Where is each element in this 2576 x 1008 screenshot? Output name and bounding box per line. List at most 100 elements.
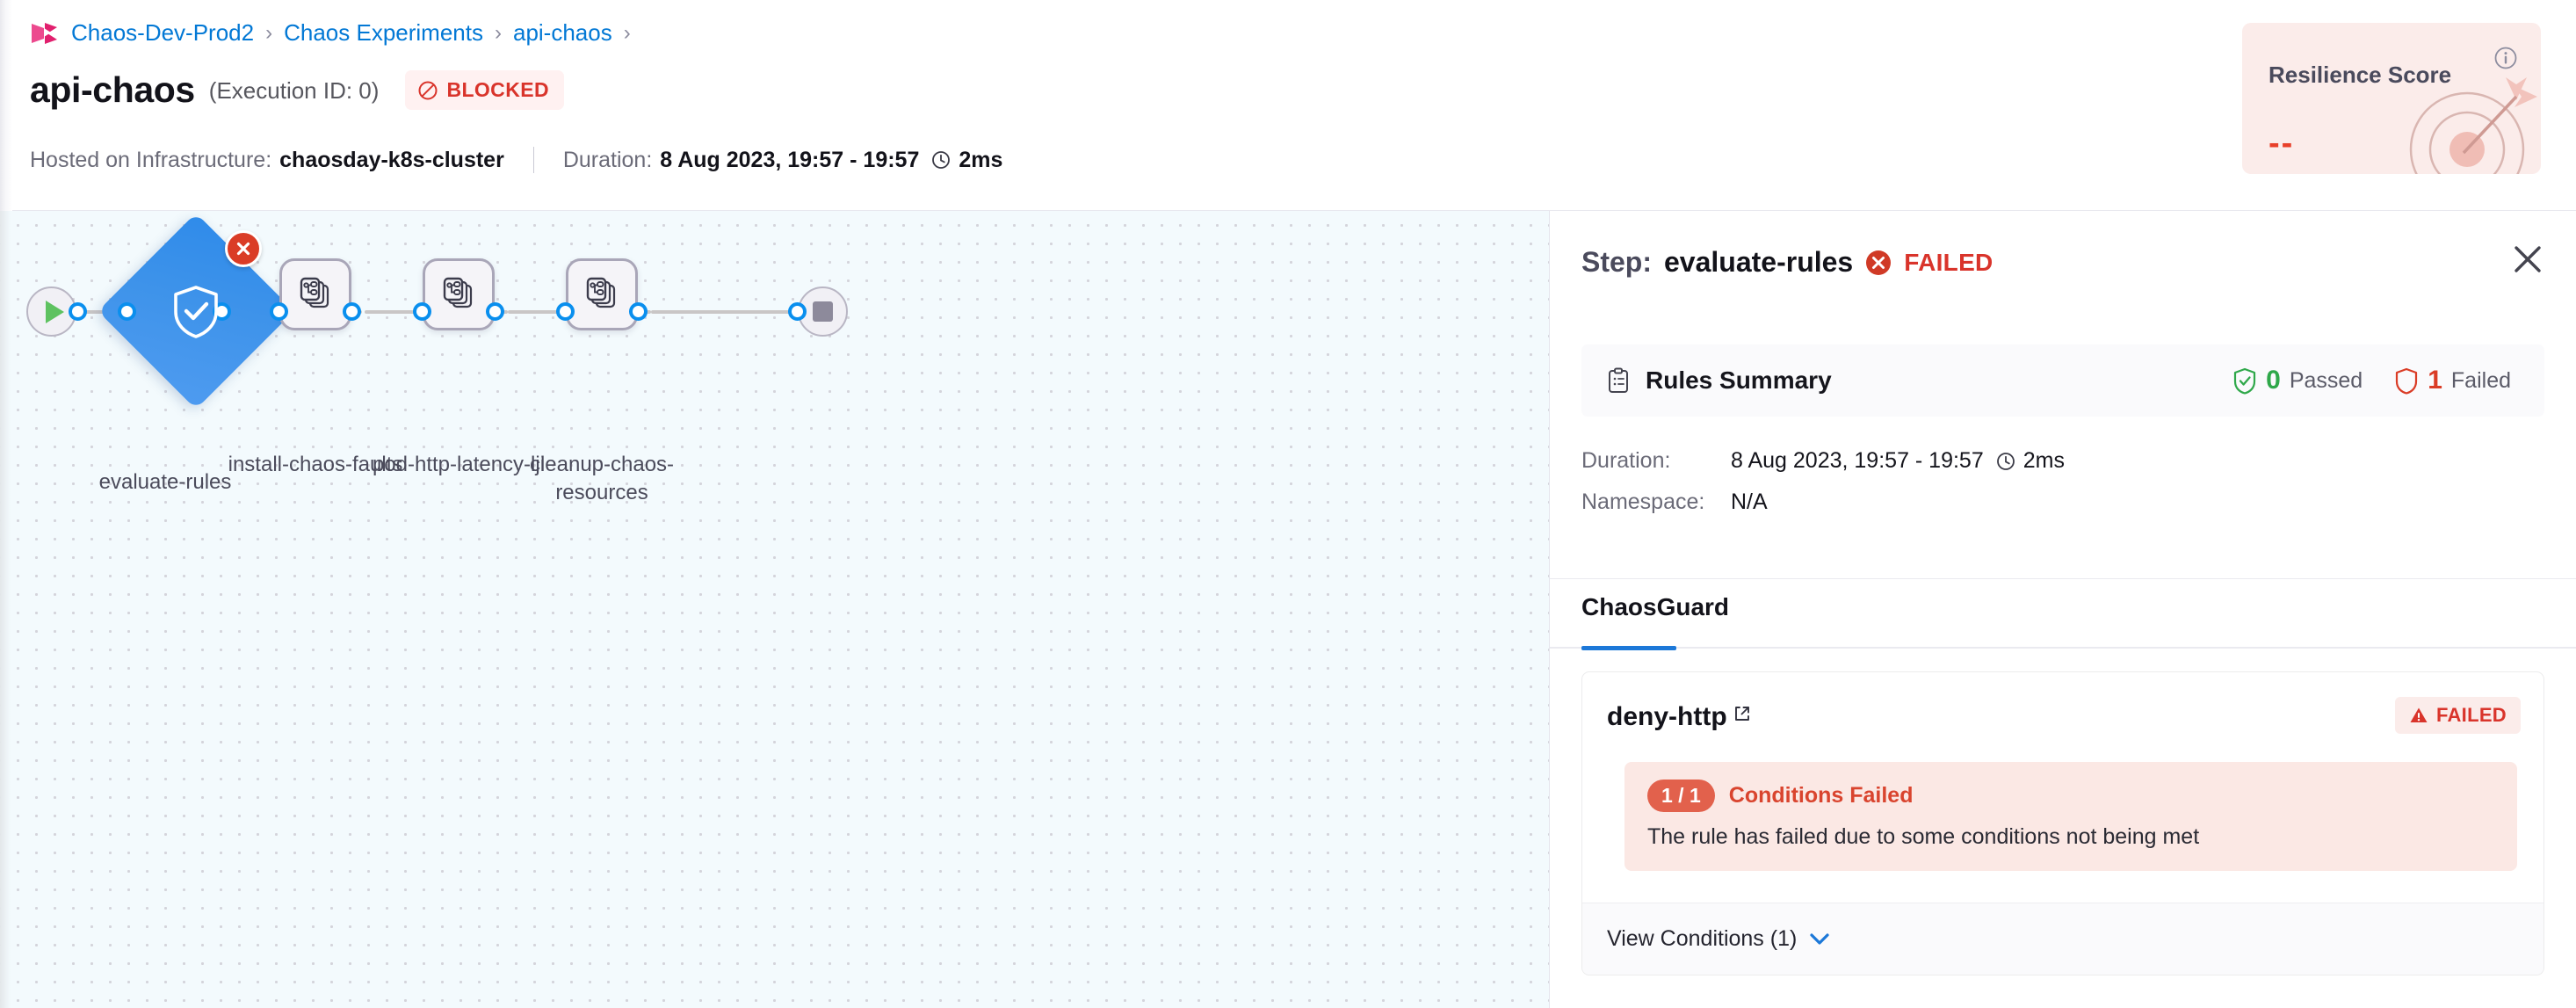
view-conditions-label: View Conditions (1) [1607,926,1798,951]
rules-failed-count: 1 [2428,366,2442,395]
rules-passed-label: Passed [2289,367,2363,393]
step-status: FAILED [1904,248,1994,276]
step-name: evaluate-rules [1664,246,1854,278]
duration-value: 8 Aug 2023, 19:57 - 19:57 [660,147,920,172]
warning-triangle-icon [2410,707,2428,722]
blocked-icon [418,81,438,99]
failed-badge-icon [225,230,262,267]
breadcrumb-separator: › [494,20,502,45]
pipeline-graph: evaluate-rules install-chaos-faults [0,211,1549,1008]
node-label-pod-http-latency: pod-http-latency-lji [372,453,546,476]
node-label-install-chaos-faults: install-chaos-faults [228,453,403,476]
view-conditions-toggle[interactable]: View Conditions (1) [1582,903,2543,975]
detail-label-namespace: Namespace: [1581,489,1705,514]
port-end-in[interactable] [788,302,807,321]
breadcrumb-separator-trailing: › [623,20,631,45]
rule-name[interactable]: deny-http [1607,702,1751,732]
resilience-score-card: Resilience Score -- [2242,23,2541,174]
rule-status-badge: FAILED [2394,697,2521,734]
stop-icon [813,301,833,322]
duration-elapsed: 2ms [959,147,1003,172]
canvas-edge-shadow [0,211,11,1008]
clock-icon [932,151,951,169]
rule-card-deny-http: deny-http FAILED [1581,671,2544,975]
infra-value: chaosday-k8s-cluster [279,147,504,172]
rule-card-header: deny-http FAILED [1582,672,2543,762]
clock-icon [1996,452,2015,470]
panel-header: Step: evaluate-rules FAILED [1550,211,2576,320]
port-start-out[interactable] [69,302,87,321]
left-edge-shadow [0,0,12,211]
breadcrumb-item-0[interactable]: Chaos-Dev-Prod2 [71,19,255,46]
shield-red-icon [2396,367,2418,395]
node-label-evaluate-rules: evaluate-rules [98,470,232,494]
node-pod-http-latency[interactable] [423,258,495,330]
play-icon [45,300,64,323]
clipboard-icon [1609,367,1628,393]
chaos-fault-icon [586,277,616,308]
pipeline-canvas[interactable]: evaluate-rules install-chaos-faults [0,211,1549,1008]
rules-summary-left: Rules Summary [1606,366,1832,395]
status-badge-label: BLOCKED [446,78,549,101]
port-cleanup-out[interactable] [629,302,648,321]
meta-divider [532,147,534,173]
node-install-chaos-faults[interactable] [279,258,351,330]
rule-name-text: deny-http [1607,702,1727,731]
step-label: Step: [1581,246,1652,278]
port-latency-out[interactable] [486,302,504,321]
breadcrumb-item-2[interactable]: api-chaos [512,19,612,46]
chevron-down-icon[interactable] [1809,932,1830,946]
duration-label: Duration: [562,147,653,172]
breadcrumb: Chaos-Dev-Prod2 › Chaos Experiments › ap… [30,19,631,47]
port-cleanup-in[interactable] [556,302,575,321]
breadcrumb-item-1[interactable]: Chaos Experiments [284,19,483,46]
rules-summary-title: Rules Summary [1646,366,1832,394]
node-evaluate-rules[interactable] [95,211,297,413]
target-arrow-icon [2409,77,2537,174]
conditions-count-badge: 1 / 1 [1647,780,1715,812]
tab-active-indicator [1581,646,1676,650]
detail-label-duration: Duration: [1581,448,1671,473]
status-badge: BLOCKED [405,70,564,110]
chaos-fault-icon [443,277,473,308]
page-title: api-chaos [30,69,195,110]
external-link-icon[interactable] [1733,705,1751,722]
shield-check-icon [174,286,218,338]
tab-chaosguard[interactable]: ChaosGuard [1581,593,1730,620]
node-cleanup-chaos-resources[interactable] [566,258,638,330]
rules-failed-label: Failed [2450,367,2511,393]
execution-id: (Execution ID: 0) [208,76,380,104]
breadcrumb-separator: › [265,20,273,45]
rules-failed-stat: 1 Failed [2394,366,2511,395]
detail-row-namespace: Namespace: N/A [1581,489,2065,515]
conditions-failed-message: The rule has failed due to some conditio… [1647,824,2200,849]
node-start[interactable] [26,286,76,337]
detail-duration-elapsed: 2ms [2022,448,2065,473]
rule-status-label: FAILED [2435,704,2507,726]
detail-row-duration: Duration: 8 Aug 2023, 19:57 - 19:57 2ms [1581,448,2065,474]
detail-value-duration: 8 Aug 2023, 19:57 - 19:57 [1731,448,1984,473]
rules-summary-card: Rules Summary 0 Passed 1 Failed [1581,344,2544,417]
chaos-fault-icon [300,277,329,308]
rules-passed-stat: 0 Passed [2232,366,2363,395]
infra-label: Hosted on Infrastructure: [30,147,272,172]
close-x-glyph [236,242,250,256]
detail-value-namespace: N/A [1731,489,1768,514]
info-icon[interactable] [2493,46,2518,70]
port-install-out[interactable] [343,302,361,321]
close-icon[interactable] [2511,243,2544,276]
conditions-failed-label: Conditions Failed [1728,783,1914,808]
panel-title: Step: evaluate-rules FAILED [1581,246,1994,279]
panel-tabs: ChaosGuard [1550,578,2576,650]
step-detail-rows: Duration: 8 Aug 2023, 19:57 - 19:57 2ms … [1581,448,2065,531]
conditions-failed-header: 1 / 1 Conditions Failed [1647,780,2494,812]
port-evaluate-rules-in[interactable] [118,302,136,321]
port-latency-in[interactable] [413,302,431,321]
meta-row: Hosted on Infrastructure: chaosday-k8s-c… [30,147,1002,173]
port-install-in[interactable] [270,302,288,321]
node-label-cleanup-chaos-resources: cleanup-chaos-resources [529,453,675,504]
title-row: api-chaos (Execution ID: 0) BLOCKED [30,70,564,110]
step-details-panel: Step: evaluate-rules FAILED [1549,211,2576,1008]
rules-passed-count: 0 [2266,366,2281,395]
